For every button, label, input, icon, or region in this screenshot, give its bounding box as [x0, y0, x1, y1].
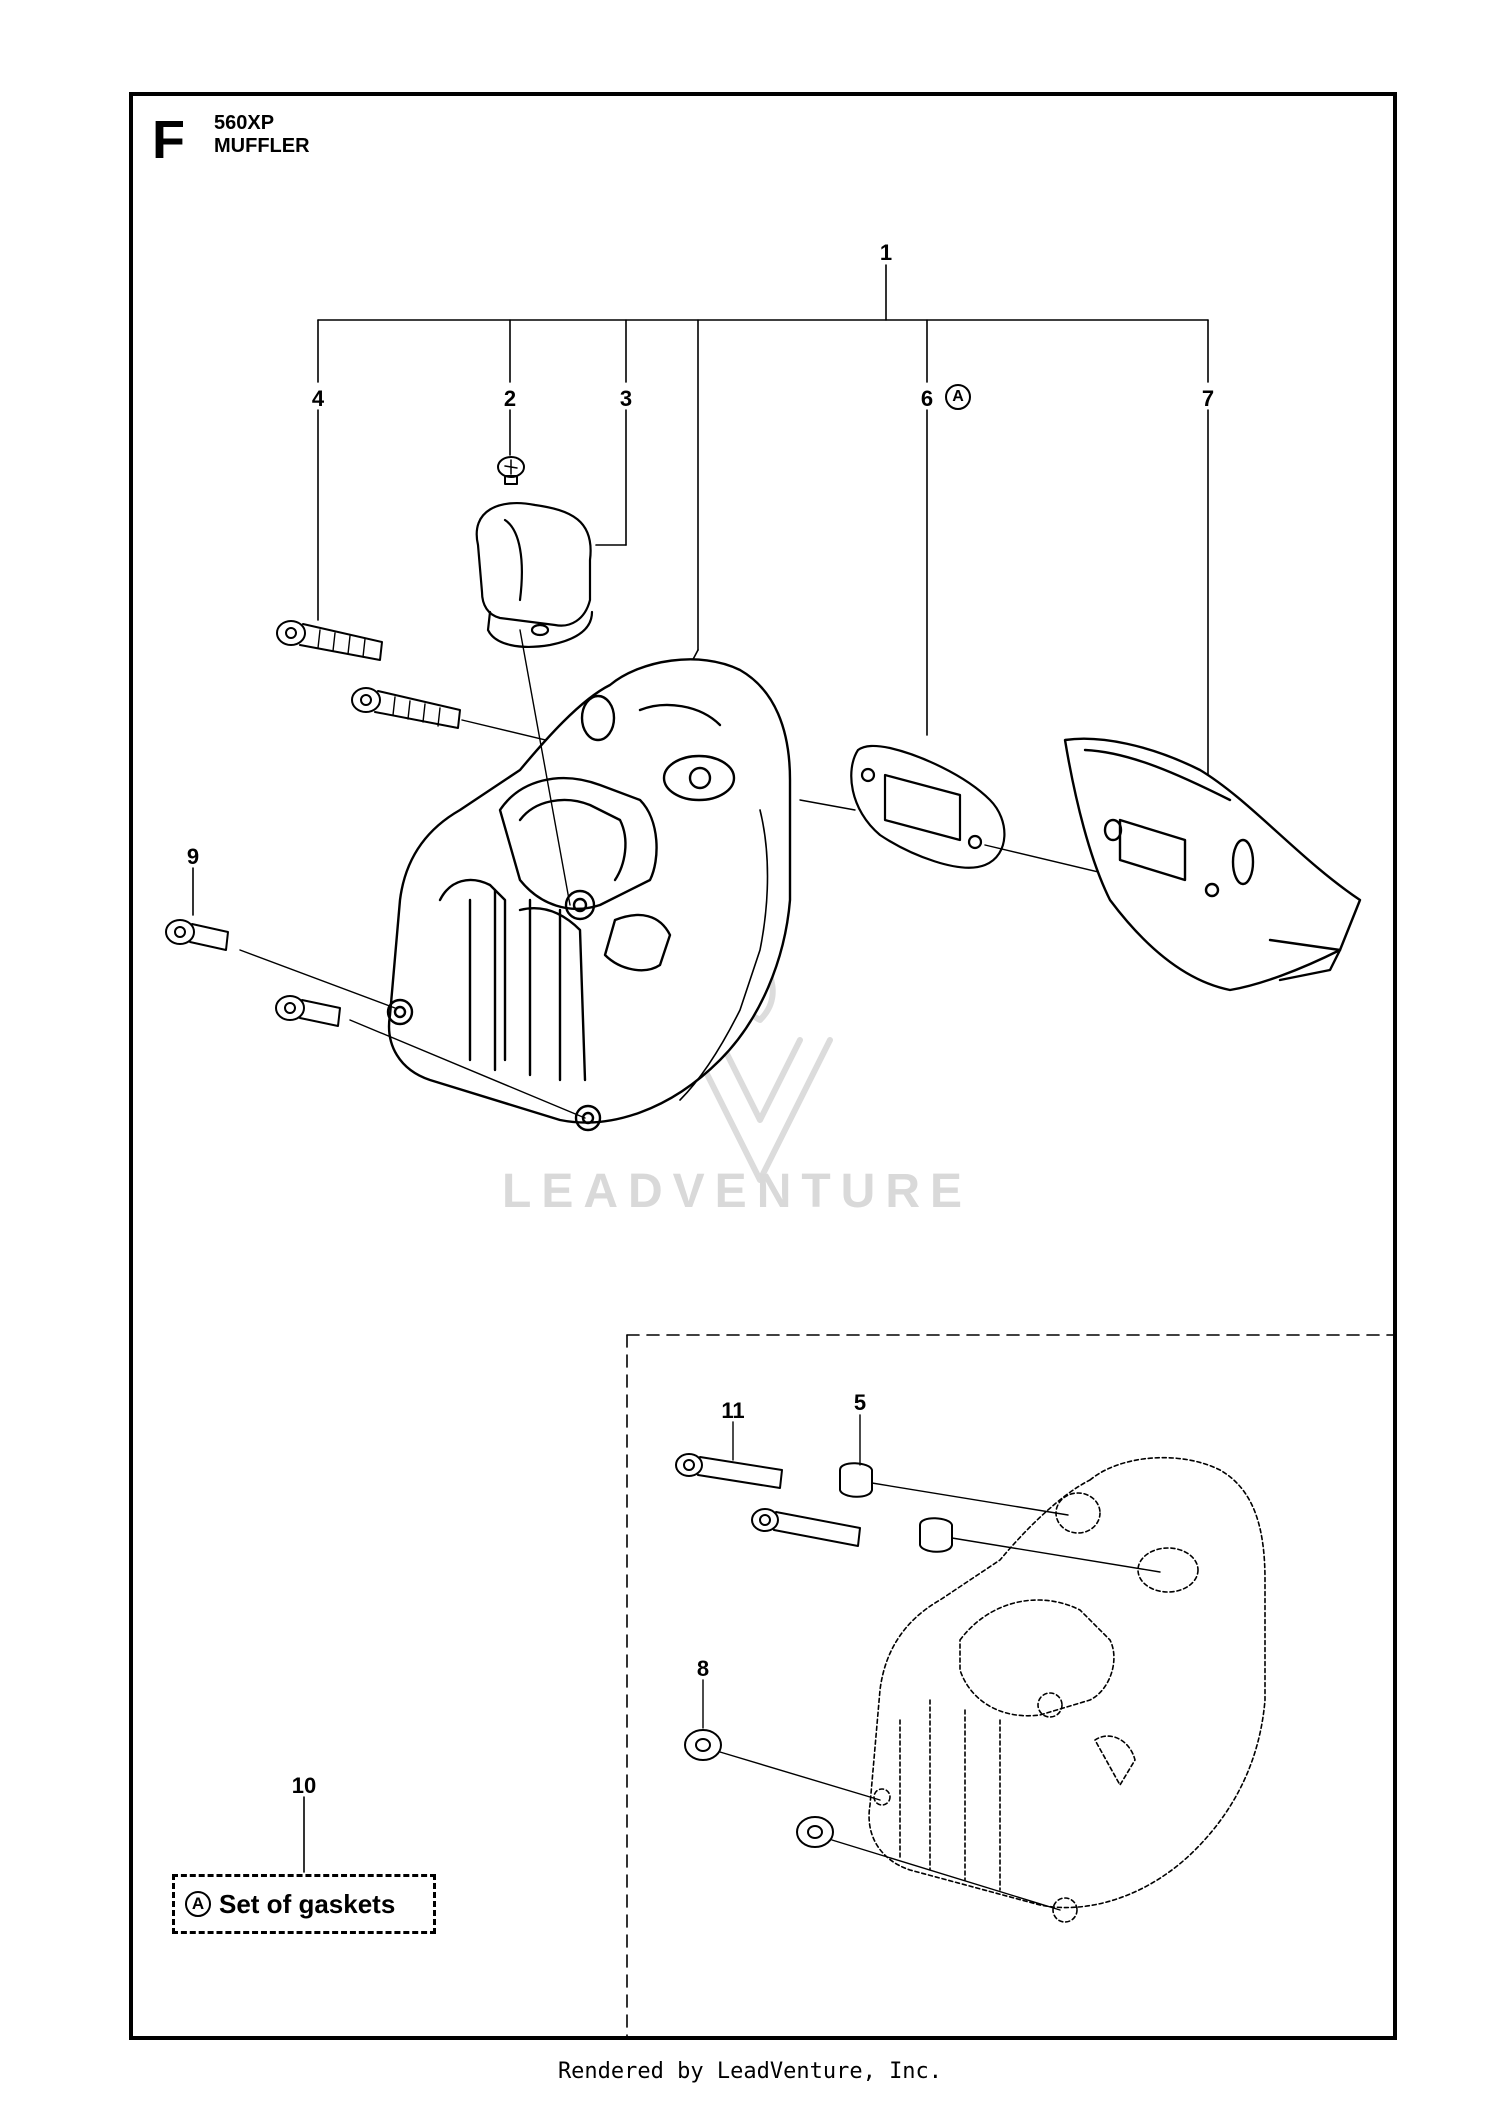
part-2-screw	[497, 456, 525, 485]
callout-8: 8	[696, 1656, 710, 1681]
callout-10: 10	[291, 1773, 317, 1798]
callout-6: 6	[920, 386, 934, 411]
callout-4: 4	[311, 386, 325, 411]
footer-credit: Rendered by LeadVenture, Inc.	[557, 2059, 943, 2084]
callout-5: 5	[853, 1390, 867, 1415]
callout-9: 9	[186, 844, 200, 869]
callout-7: 7	[1201, 386, 1215, 411]
callout-1: 1	[879, 240, 893, 265]
part-4-bolts	[276, 620, 701, 778]
inset-parts-11-5	[675, 1414, 1161, 1573]
page-title: MUFFLER	[214, 135, 310, 157]
part-3-cap	[475, 501, 594, 648]
part-7-shield	[1063, 737, 1362, 992]
part-9-screws	[165, 629, 586, 1119]
part-1-muffler-body	[386, 658, 792, 1132]
leader-bracket-1	[192, 264, 1209, 1873]
watermark-text: LEADVENTURE	[502, 1165, 973, 1218]
kit-label-text: Set of gaskets	[219, 1888, 396, 1919]
section-letter: F	[152, 110, 185, 170]
ref-a-letter: A	[952, 388, 964, 405]
inset-border	[626, 1334, 1396, 2037]
callout-11: 11	[721, 1398, 745, 1423]
kit-ref-a: A	[185, 1891, 211, 1917]
model-number: 560XP	[214, 112, 275, 134]
gasket-kit-label: A Set of gaskets	[172, 1874, 436, 1934]
callout-3: 3	[619, 386, 633, 411]
diagram-frame	[129, 92, 1397, 2040]
inset-muffler-variant	[868, 1456, 1266, 1923]
callout-ref-a: A	[945, 384, 971, 410]
inset-part-8-washers	[684, 1679, 1061, 1911]
callout-2: 2	[503, 386, 517, 411]
